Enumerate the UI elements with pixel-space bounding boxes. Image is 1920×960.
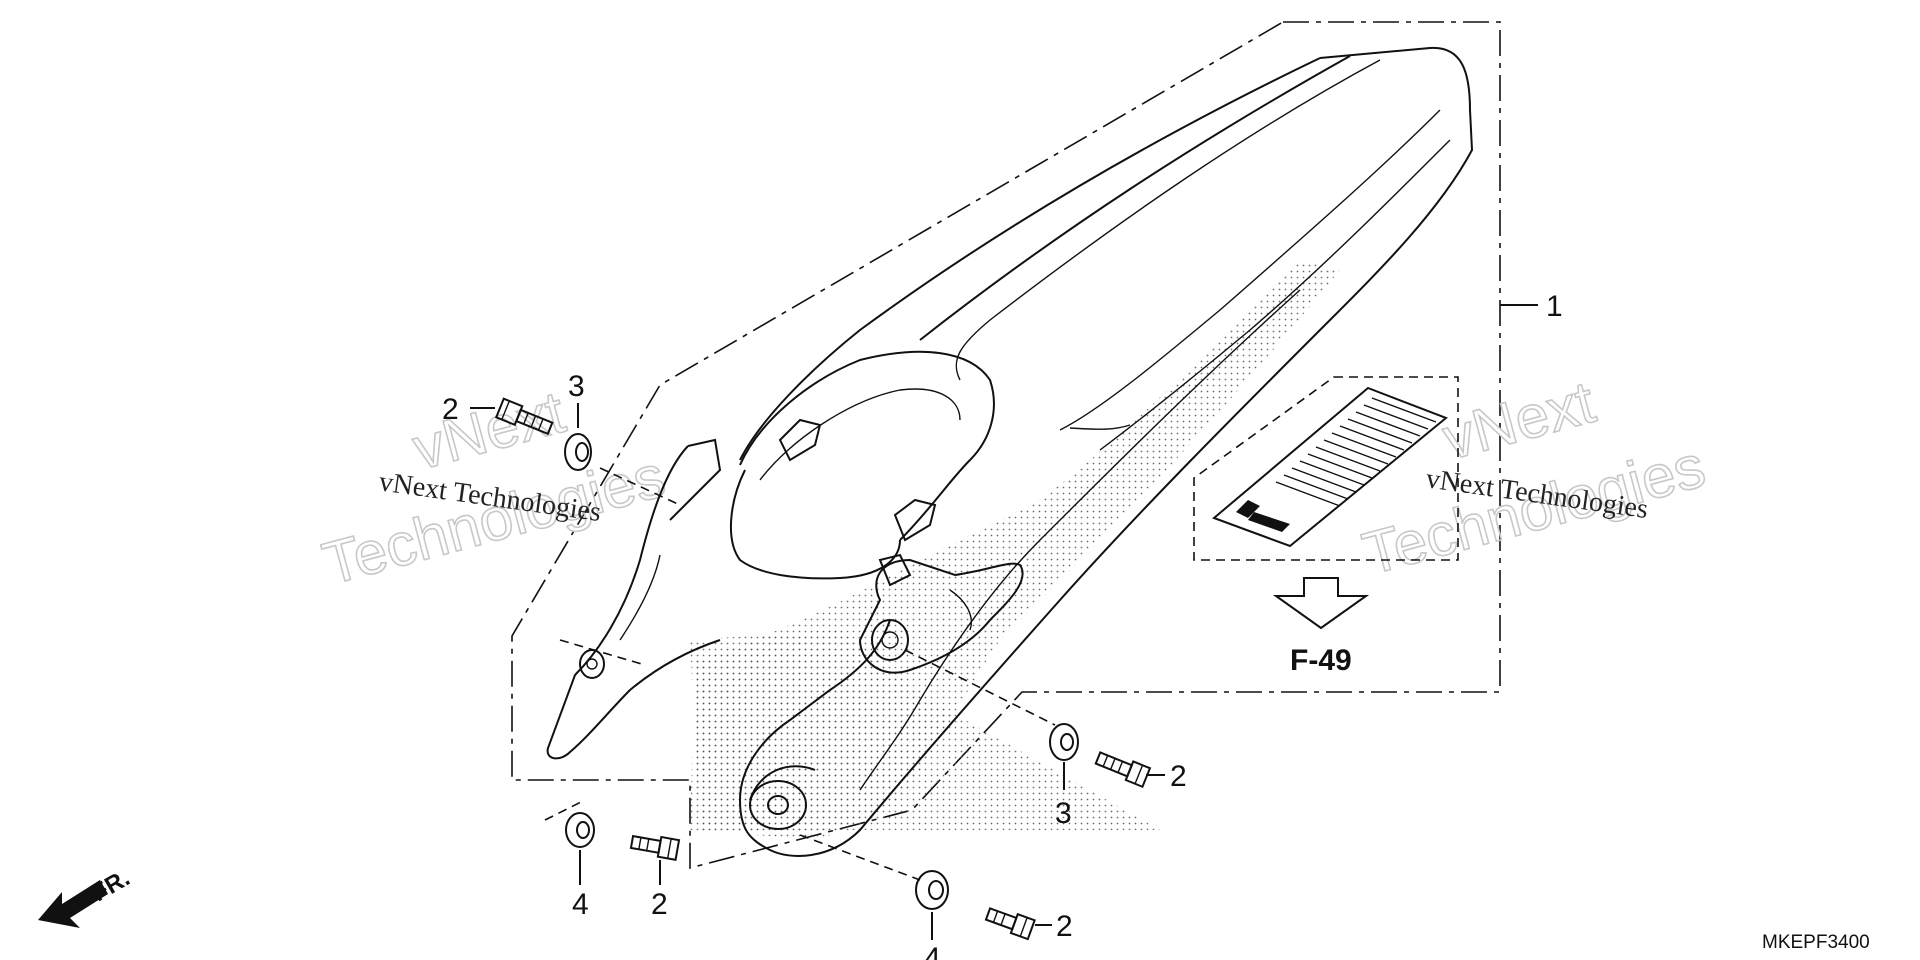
watermark-big-3: vNext xyxy=(1436,368,1602,472)
right-bracket xyxy=(858,558,1024,674)
watermark-big-4: Technologies xyxy=(1356,432,1712,587)
watermark-big-2: Technologies xyxy=(316,442,672,597)
diagram-code: MKEPF3400 xyxy=(1762,932,1870,953)
left-bracket xyxy=(546,445,721,760)
callout-bolt-lower-right: 2 xyxy=(1056,910,1073,943)
callout-bolt-lower-left: 2 xyxy=(651,888,668,921)
right-hardware: 3 2 xyxy=(904,649,1187,830)
collar-icon-upper-left xyxy=(564,433,592,471)
washer-icon-lower-right xyxy=(915,870,949,910)
lower-left-hardware: 4 2 xyxy=(544,799,681,921)
rear-fender xyxy=(546,46,1474,857)
fender-outline xyxy=(738,46,1474,857)
callout-bolt-right: 2 xyxy=(1170,760,1187,793)
upper-left-hardware: 2 3 xyxy=(442,370,681,666)
reference-label: F-49 xyxy=(1290,644,1352,677)
bolt-icon-right xyxy=(1094,751,1152,789)
label-sticker-icon xyxy=(1212,386,1448,548)
bolt-icon-lower-left xyxy=(629,834,681,861)
callout-bolt-upper-left: 2 xyxy=(442,393,459,426)
washer-icon-lower-left xyxy=(565,812,595,848)
lower-mount-boss xyxy=(749,780,807,830)
front-direction-indicator: FR. xyxy=(38,864,134,928)
caution-label-group: F-49 xyxy=(1193,376,1459,677)
callout-washer-lower-left: 4 xyxy=(572,888,589,921)
callout-collar-right: 3 xyxy=(1055,797,1072,830)
lower-right-hardware: 4 2 xyxy=(799,834,1073,960)
arrow-down-icon xyxy=(1272,577,1370,630)
callout-collar-upper-left: 3 xyxy=(568,370,585,403)
watermark-big-1: vNext xyxy=(406,378,572,482)
bolt-icon-lower-right xyxy=(984,907,1036,941)
assembly-boundary xyxy=(511,21,1501,870)
bolt-icon-upper-left xyxy=(494,397,554,436)
collar-icon-right xyxy=(1049,723,1079,761)
front-arrow-icon xyxy=(38,880,108,928)
callout-washer-lower-right: 4 xyxy=(924,942,941,960)
callout-fender: 1 xyxy=(1546,290,1563,323)
